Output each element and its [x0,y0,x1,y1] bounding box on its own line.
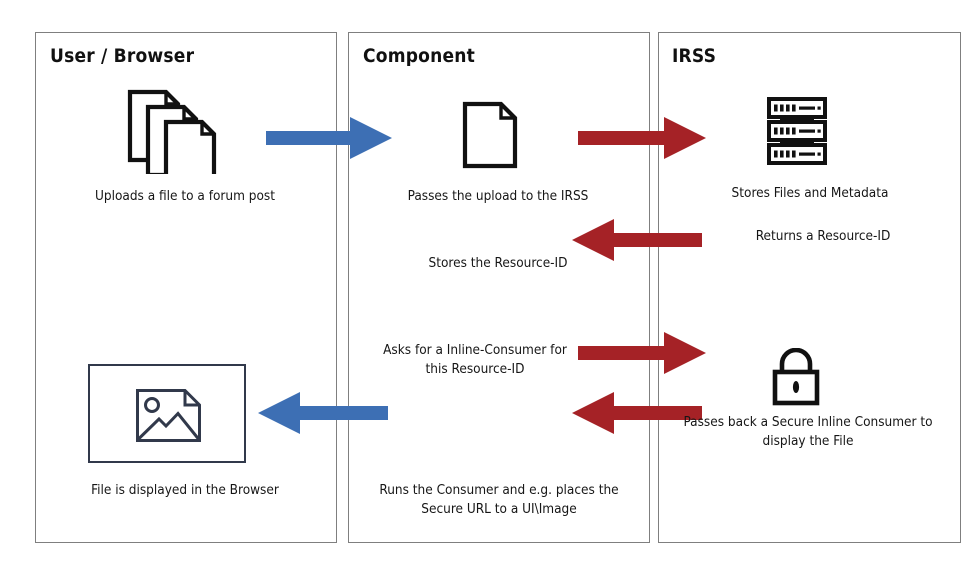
lane-title-user-browser: User / Browser [50,45,195,67]
lane-title-irss: IRSS [672,45,717,67]
document-stack-icon [126,88,218,174]
arrow-component-asks-consumer [578,332,706,374]
arrow-upload-to-component [266,117,392,159]
caption-passes-upload: Passes the upload to the IRSS [407,188,589,204]
server-rack-icon [766,97,828,165]
browser-viewport-frame [88,364,246,463]
lock-icon [770,348,822,406]
document-icon [461,100,521,170]
image-placeholder-icon [135,388,202,443]
caption-passes-back-consumer: Passes back a Secure Inline Consumer to … [683,414,933,450]
arrow-irss-passes-consumer [572,392,702,434]
caption-file-displayed: File is displayed in the Browser [91,482,279,498]
arrow-component-to-browser [258,392,388,434]
lane-title-component: Component [363,45,475,67]
arrow-irss-returns-resource-id [572,219,702,261]
caption-stores-files-metadata: Stores Files and Metadata [731,185,889,201]
caption-asks-for-inline-consumer: Asks for a Inline-Consumer for this Reso… [383,342,567,378]
caption-uploads-file: Uploads a file to a forum post [94,188,276,204]
arrow-component-to-irss [578,117,706,159]
caption-stores-resource-id: Stores the Resource-ID [428,255,568,271]
caption-returns-resource-id: Returns a Resource-ID [755,228,891,244]
caption-runs-consumer: Runs the Consumer and e.g. places the Se… [379,482,619,518]
